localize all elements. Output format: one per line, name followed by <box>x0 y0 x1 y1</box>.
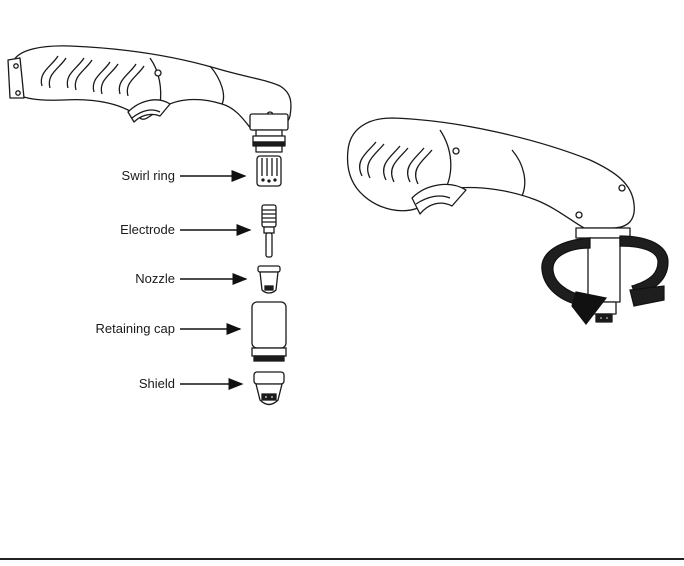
shield-part <box>253 371 285 406</box>
label-swirl-ring: Swirl ring <box>121 168 175 183</box>
torch-head-right <box>346 117 635 323</box>
electrode-part <box>261 204 277 258</box>
bottom-rule <box>0 558 684 560</box>
label-shield: Shield <box>138 376 175 391</box>
rotation-arrow <box>541 235 669 325</box>
label-retaining-cap: Retaining cap <box>95 321 176 336</box>
torch-head-left <box>7 45 292 153</box>
label-nozzle: Nozzle <box>135 271 175 286</box>
callout-arrows <box>180 170 252 390</box>
swirl-ring-part <box>256 155 282 187</box>
retaining-cap-part <box>251 301 287 362</box>
nozzle-part <box>257 265 281 294</box>
label-electrode: Electrode <box>120 222 175 237</box>
